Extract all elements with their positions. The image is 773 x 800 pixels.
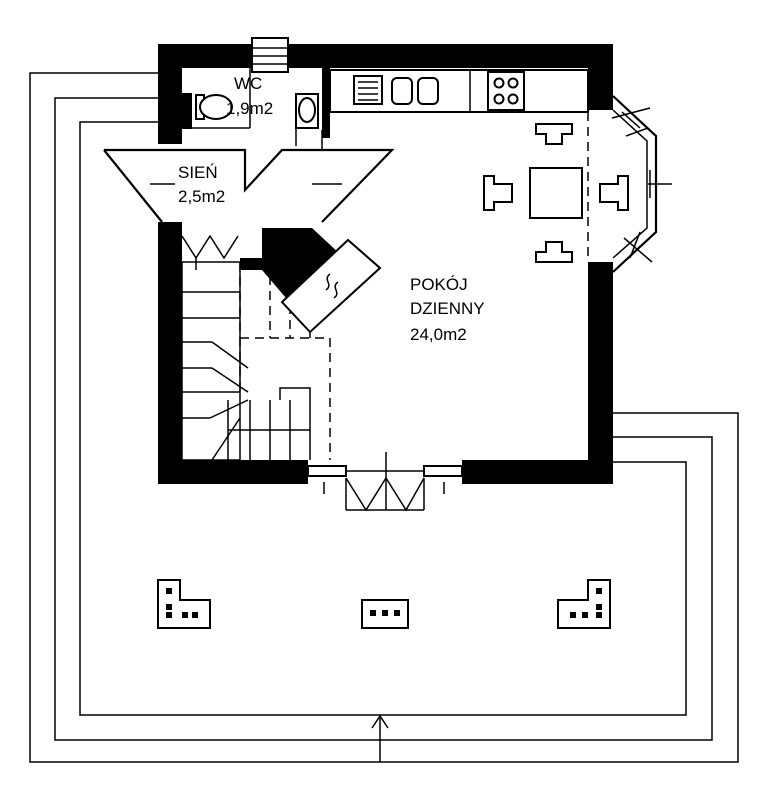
wc-fixtures xyxy=(182,68,319,146)
wc-window xyxy=(251,37,289,73)
hall-area: 2,5m2 xyxy=(178,187,225,206)
living-room-label-line2: DZIENNY xyxy=(410,299,485,318)
wc-area: 1,9m2 xyxy=(226,99,273,118)
bay-window xyxy=(587,95,672,273)
hall-outline xyxy=(103,130,395,223)
living-room-area: 24,0m2 xyxy=(410,325,467,344)
fireplace xyxy=(280,238,382,334)
staircase xyxy=(181,261,331,461)
dining-set xyxy=(483,123,629,263)
kitchen-counter xyxy=(329,69,589,113)
terrace-posts xyxy=(157,579,611,629)
wc-label: WC xyxy=(234,74,262,93)
living-room-label-line1: POKÓJ xyxy=(410,275,468,294)
room-labels: WC 1,9m2 SIEŃ 2,5m2 POKÓJ DZIENNY 24,0m2 xyxy=(178,74,485,344)
closet-doors xyxy=(181,234,239,270)
terrace-outlines xyxy=(29,72,739,763)
entrance-doors xyxy=(307,452,463,512)
hall-label: SIEŃ xyxy=(178,163,218,182)
walls xyxy=(158,44,613,484)
